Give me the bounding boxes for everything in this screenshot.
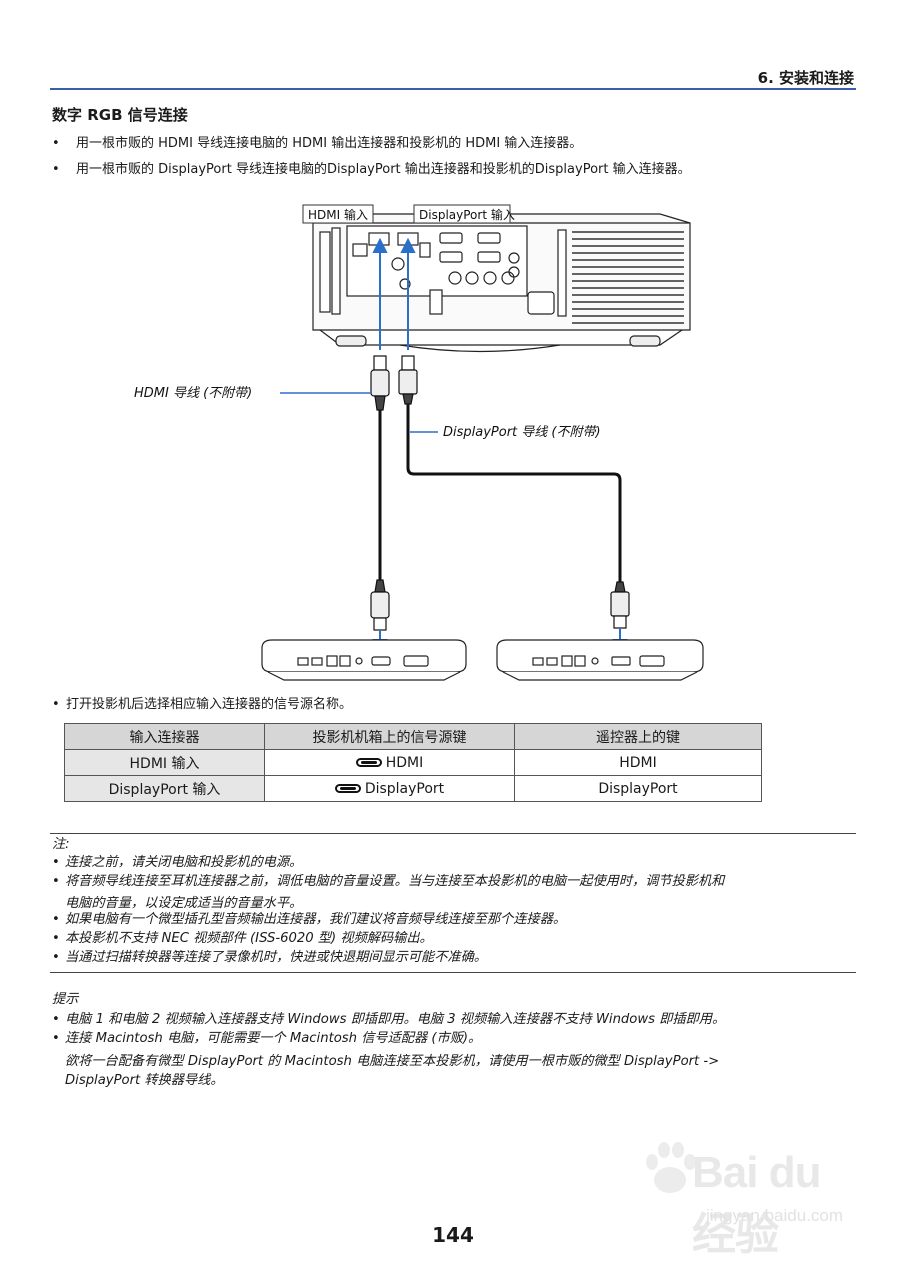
- displayport-input-label: DisplayPort 输入: [419, 207, 515, 222]
- bullet-item: •用一根市贩的 DisplayPort 导线连接电脑的DisplayPort 输…: [52, 162, 691, 177]
- notes-rule-bottom: [50, 972, 856, 973]
- bullet-item: •打开投影机后选择相应输入连接器的信号源名称。: [52, 697, 353, 712]
- note-item: •如果电脑有一个微型插孔型音频输出连接器，我们建议将音频导线连接至那个连接器。: [52, 912, 567, 927]
- table-cell: DisplayPort: [514, 775, 762, 802]
- header-rule: [50, 88, 856, 90]
- table-cell: DisplayPort 输入: [64, 775, 265, 802]
- note-text: 连接之前，请关闭电脑和投影机的电源。: [65, 855, 303, 870]
- hdmi-input-label: HDMI 输入: [308, 207, 368, 222]
- table-cell: HDMI 输入: [64, 749, 265, 776]
- computer-right: [496, 639, 704, 681]
- computer-left: [261, 639, 467, 681]
- tips-heading: 提示: [52, 992, 79, 1007]
- hdmi-input-callout: HDMI 输入: [302, 204, 374, 224]
- projector: [312, 213, 691, 353]
- bullet-text: 用一根市贩的 DisplayPort 导线连接电脑的DisplayPort 输出…: [76, 162, 691, 177]
- note-item: •本投影机不支持 NEC 视频部件 (ISS-6020 型) 视频解码输出。: [52, 931, 433, 946]
- table-header-row: 输入连接器 投影机机箱上的信号源键 遥控器上的键: [64, 723, 762, 750]
- displayport-cable-label: DisplayPort 导线 (不附带): [443, 425, 601, 440]
- source-key-icon: [355, 758, 382, 767]
- note-item: •将音频导线连接至耳机连接器之前，调低电脑的音量设置。当与连接至本投影机的电脑一…: [52, 874, 725, 889]
- watermark-brand: Bai du 经验: [692, 1148, 821, 1259]
- page-number: 144: [432, 1223, 474, 1247]
- table-cell: HDMI: [514, 749, 762, 776]
- baidu-watermark: Bai du 经验 jingyan.baidu.com: [640, 1140, 850, 1259]
- note-continuation: 电脑的音量，以设定成适当的音量水平。: [65, 896, 303, 911]
- hdmi-cable: [370, 355, 390, 631]
- table-row: HDMI 输入 HDMI HDMI: [64, 749, 762, 776]
- table-cell-text: DisplayPort: [364, 780, 445, 797]
- tip-text: 连接 Macintosh 电脑，可能需要一个 Macintosh 信号适配器 (…: [65, 1031, 482, 1046]
- tip-continuation: 欲将一台配备有微型 DisplayPort 的 Macintosh 电脑连接至本…: [65, 1054, 720, 1069]
- table-cell: HDMI: [264, 749, 515, 776]
- displayport-cable: [398, 355, 630, 629]
- note-item: •当通过扫描转换器等连接了录像机时，快进或快退期间显示可能不准确。: [52, 950, 487, 965]
- table-cell-text: HDMI: [385, 754, 424, 771]
- chapter-title: 6. 安装和连接: [757, 69, 854, 87]
- tip-item: •电脑 1 和电脑 2 视频输入连接器支持 Windows 即插即用。电脑 3 …: [52, 1012, 726, 1027]
- bullet-text: 打开投影机后选择相应输入连接器的信号源名称。: [66, 697, 353, 712]
- connection-diagram: HDMI 输入 DisplayPort 输入: [134, 204, 704, 681]
- note-item: •连接之前，请关闭电脑和投影机的电源。: [52, 855, 303, 870]
- bullet-text: 用一根市贩的 HDMI 导线连接电脑的 HDMI 输出连接器和投影机的 HDMI…: [76, 136, 583, 151]
- tip-item: •连接 Macintosh 电脑，可能需要一个 Macintosh 信号适配器 …: [52, 1031, 482, 1046]
- table-cell: DisplayPort: [264, 775, 515, 802]
- note-text: 本投影机不支持 NEC 视频部件 (ISS-6020 型) 视频解码输出。: [65, 931, 433, 946]
- projector-arrows: [372, 237, 416, 350]
- notes-heading: 注:: [52, 837, 70, 852]
- notes-rule-top: [50, 833, 856, 834]
- input-source-table: 输入连接器 投影机机箱上的信号源键 遥控器上的键 HDMI 输入 HDMI HD…: [64, 723, 762, 802]
- displayport-input-callout: DisplayPort 输入: [413, 204, 515, 224]
- table-header-cell: 遥控器上的键: [514, 723, 762, 750]
- source-key-icon: [334, 784, 361, 793]
- paw-icon: [646, 1142, 696, 1193]
- table-header-cell: 投影机机箱上的信号源键: [264, 723, 515, 750]
- tip-text: 电脑 1 和电脑 2 视频输入连接器支持 Windows 即插即用。电脑 3 视…: [65, 1012, 726, 1027]
- bullet-item: •用一根市贩的 HDMI 导线连接电脑的 HDMI 输出连接器和投影机的 HDM…: [52, 136, 583, 151]
- table-header-cell: 输入连接器: [64, 723, 265, 750]
- section-title: 数字 RGB 信号连接: [52, 106, 188, 124]
- note-text: 当通过扫描转换器等连接了录像机时，快进或快退期间显示可能不准确。: [65, 950, 487, 965]
- note-text: 如果电脑有一个微型插孔型音频输出连接器，我们建议将音频导线连接至那个连接器。: [65, 912, 567, 927]
- watermark-url: jingyan.baidu.com: [706, 1206, 844, 1225]
- tip-continuation: DisplayPort 转换器导线。: [65, 1073, 224, 1088]
- table-row: DisplayPort 输入 DisplayPort DisplayPort: [64, 775, 762, 802]
- hdmi-cable-label: HDMI 导线 (不附带): [134, 386, 252, 401]
- note-text: 将音频导线连接至耳机连接器之前，调低电脑的音量设置。当与连接至本投影机的电脑一起…: [65, 874, 725, 889]
